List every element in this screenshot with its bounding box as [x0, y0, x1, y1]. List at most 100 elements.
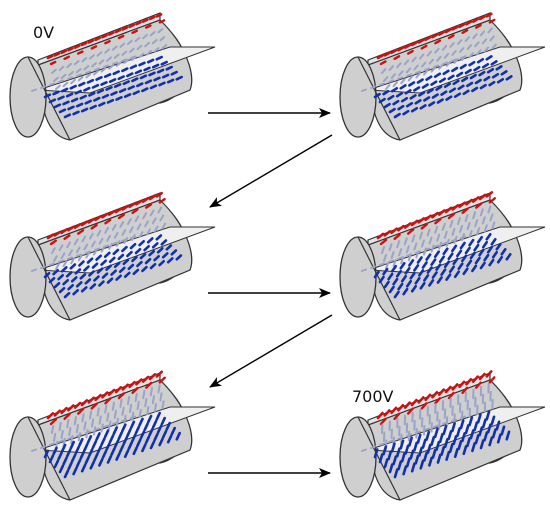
molecule-mid [487, 27, 493, 34]
molecule-mid [472, 33, 478, 40]
molecule-mid [144, 41, 150, 48]
molecule-bottom [387, 94, 395, 101]
molecule-bottom [469, 251, 476, 260]
molecule-mid [108, 64, 114, 70]
molecule-bottom [421, 83, 429, 89]
molecule-bottom [134, 247, 142, 255]
molecule-bottom [146, 414, 153, 424]
molecule-bottom [106, 455, 113, 464]
molecule-bottom [418, 269, 425, 277]
molecule-top [461, 386, 469, 394]
molecule-bottom [53, 281, 61, 289]
molecule-mid [379, 442, 385, 446]
molecule-mid [81, 57, 88, 63]
molecule-bottom [74, 268, 82, 275]
cylinder-cell-6 [339, 370, 546, 501]
molecule-mid [76, 253, 82, 257]
molecule-bottom [421, 438, 427, 449]
molecule-bottom [63, 113, 72, 119]
molecule-mid [441, 222, 446, 231]
molecule-bottom [478, 248, 485, 257]
molecule-mid [407, 75, 414, 82]
molecule-bottom [466, 259, 473, 268]
molecule-mid [60, 73, 67, 80]
molecule-bottom [138, 239, 145, 247]
molecule-mid [397, 256, 403, 260]
molecule-top [403, 43, 411, 49]
molecule-top [434, 39, 442, 45]
molecule-top [488, 18, 496, 24]
molecule-bottom [70, 276, 78, 283]
molecule-mid [479, 30, 486, 37]
molecule-mid [85, 429, 89, 439]
molecule-bottom [473, 65, 481, 72]
molecule-bottom [383, 102, 391, 109]
molecule-mid [144, 220, 149, 228]
molecule-bottom [393, 468, 399, 479]
molecule-top [101, 391, 109, 399]
molecule-mid [100, 423, 104, 433]
molecule-bottom [70, 453, 77, 463]
molecule-mid [434, 47, 440, 54]
molecule-bottom [88, 91, 96, 97]
molecule-top [114, 207, 123, 214]
molecule-bottom [91, 440, 98, 449]
molecule-bottom [481, 62, 490, 69]
molecule-bottom [448, 442, 454, 453]
molecule-bottom [468, 60, 476, 67]
molecule-bottom [60, 266, 68, 273]
molecule-mid [468, 52, 474, 59]
molecule-bottom [418, 446, 423, 457]
molecule-top [410, 398, 418, 407]
molecule-mid [445, 60, 452, 67]
molecule-bottom [43, 271, 51, 279]
molecule-mid [361, 88, 367, 92]
cylinder-cell-1 [9, 12, 216, 141]
molecule-bottom [129, 242, 137, 250]
molecule-bottom [83, 442, 89, 452]
molecule-bottom [442, 424, 448, 436]
molecule-bottom [156, 68, 165, 74]
molecule-bottom [486, 68, 495, 74]
molecule-bottom [160, 416, 166, 426]
molecule-mid [62, 81, 69, 88]
molecule-mid [119, 398, 123, 408]
molecule-mid [31, 88, 37, 92]
molecule-bottom [74, 445, 80, 455]
molecule-mid [49, 442, 55, 446]
molecule-top [379, 60, 387, 66]
molecule-bottom [123, 449, 130, 458]
molecule-mid [464, 36, 470, 43]
molecule-bottom [83, 265, 90, 272]
molecule-bottom [131, 77, 139, 83]
molecule-mid [121, 406, 125, 416]
molecule-top [379, 238, 388, 246]
molecule-mid [49, 82, 55, 86]
molecule-bottom [65, 271, 73, 278]
molecule-bottom [93, 96, 101, 102]
molecule-bottom [148, 250, 155, 257]
molecule-mid [370, 265, 376, 269]
molecule-mid [115, 61, 122, 67]
molecule-mid [460, 415, 466, 419]
molecule-bottom [127, 441, 133, 451]
molecule-bottom [505, 75, 513, 81]
molecule-bottom [505, 253, 512, 261]
molecule-mid [106, 234, 111, 242]
molecule-mid [112, 421, 118, 425]
molecule-mid [449, 42, 455, 48]
end-cap-left [9, 56, 47, 138]
molecule-bottom [146, 237, 154, 244]
molecule-bottom [491, 73, 500, 79]
molecule-mid [127, 39, 133, 45]
molecule-mid [55, 84, 61, 90]
molecule-bottom [160, 239, 168, 246]
molecule-top [471, 375, 479, 383]
body-edge [27, 56, 71, 141]
molecule-mid [66, 62, 72, 69]
molecule-bottom [481, 240, 488, 249]
molecule-mid [472, 211, 477, 220]
molecule-top [420, 223, 428, 230]
molecule-bottom [440, 445, 446, 456]
molecule-bottom [62, 100, 70, 106]
